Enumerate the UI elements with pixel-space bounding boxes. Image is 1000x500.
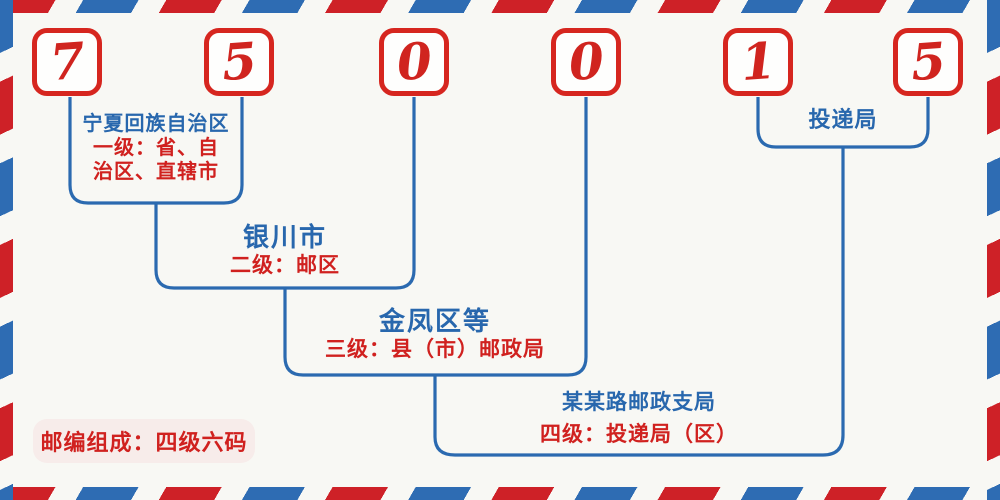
level-1-name: 宁夏回族自治区 xyxy=(82,113,230,135)
bracket-delivery-bureau xyxy=(756,97,930,149)
digit-box-2: 5 xyxy=(204,28,274,96)
level-2-block: 银川市 二级：邮区 xyxy=(230,222,340,279)
level-3-desc: 三级：县（市）邮政局 xyxy=(325,338,545,361)
level-1-block: 宁夏回族自治区 一级：省、自 治区、直辖市 xyxy=(83,112,230,184)
airmail-border-left xyxy=(0,0,13,500)
level-2-desc: 二级：邮区 xyxy=(230,254,340,277)
level-3-name: 金凤区等 xyxy=(378,306,491,336)
digit-box-4: 0 xyxy=(551,28,621,96)
level-4-name: 某某路邮政支局 xyxy=(562,391,716,414)
digit-box-5: 1 xyxy=(723,28,793,96)
digit-4: 0 xyxy=(566,30,606,93)
level-4-desc: 四级：投递局（区） xyxy=(540,423,738,446)
footer-note-text: 邮编组成：四级六码 xyxy=(40,430,248,455)
level-1-desc-line2: 治区、直辖市 xyxy=(93,161,219,183)
footer-note-pill: 邮编组成：四级六码 xyxy=(33,419,255,463)
digit-box-6: 5 xyxy=(893,28,963,96)
digit-2: 5 xyxy=(219,30,259,93)
airmail-border-top xyxy=(0,0,1000,13)
airmail-border-right xyxy=(987,0,1000,500)
level-3-block: 金凤区等 三级：县（市）邮政局 xyxy=(325,306,545,364)
digit-box-1: 7 xyxy=(32,28,102,96)
delivery-bureau-label: 投递局 xyxy=(808,107,878,132)
digit-box-3: 0 xyxy=(379,28,449,96)
digit-3: 0 xyxy=(394,30,434,93)
level-2-name: 银川市 xyxy=(242,222,327,252)
level-1-desc-line1: 一级：省、自 xyxy=(93,137,219,159)
digit-5: 1 xyxy=(738,30,778,93)
bracket-level-4 xyxy=(433,147,845,457)
airmail-border-bottom xyxy=(0,487,1000,500)
digit-6: 5 xyxy=(908,30,948,93)
digit-1: 7 xyxy=(47,30,87,93)
level-4-block: 某某路邮政支局 四级：投递局（区） xyxy=(540,390,738,448)
